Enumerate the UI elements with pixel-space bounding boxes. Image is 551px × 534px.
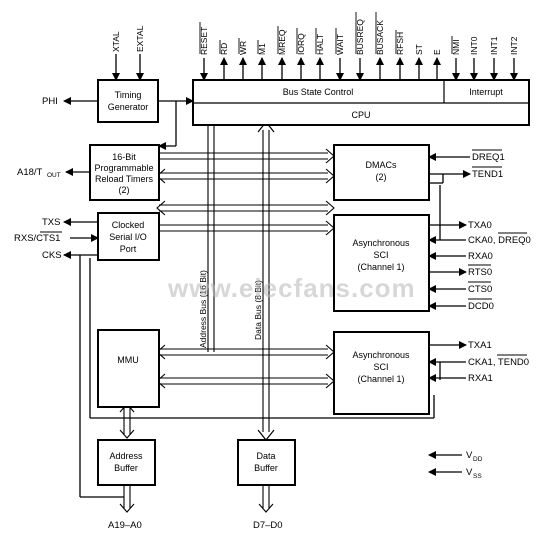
pin-st: ST [414, 44, 424, 55]
pin-int0: INT0 [469, 36, 479, 55]
address-bus [207, 125, 215, 352]
data-bus-label: Data Bus (8 Bit) [253, 280, 263, 340]
asci1-block: Asynchronous SCI (Channel 1) [333, 331, 430, 415]
pin-extal: EXTAL [135, 25, 145, 52]
pin-phi: PHI [42, 96, 58, 107]
pin-cts0: CTS0 [468, 284, 492, 295]
pin-dreq1: DREQ1 [472, 152, 505, 163]
pin-vdd-sub: DD [473, 456, 483, 463]
pin-busack: BUSACK [375, 20, 385, 55]
pin-vdd: V [466, 450, 473, 461]
address-bus-label: Address Bus (16 Bit) [198, 270, 208, 348]
pin-cka0-dreq0: CKA0, DREQ0 [468, 235, 531, 246]
bus-state-control-label: Bus State Control [283, 87, 354, 97]
timing-generator-block: Timing Generator [97, 79, 159, 123]
pin-vss-sub: SS [473, 473, 482, 480]
pin-halt: HALT [315, 34, 325, 55]
data-buf-line-1: Data [256, 451, 275, 461]
pin-rd: RD [219, 43, 229, 55]
pin-dcd0: DCD0 [468, 301, 494, 312]
watermark-text: www.elecfans.com [167, 273, 416, 303]
pin-txa0: TXA0 [468, 220, 492, 231]
asci0-line-3: (Channel 1) [357, 262, 404, 272]
pin-cka1-tend0: CKA1, TEND0 [468, 357, 529, 368]
mmu-block: MMU [97, 329, 160, 408]
pin-busreq: BUSREQ [355, 19, 365, 55]
pin-a18-tout: A18/T [17, 167, 43, 178]
asci0-line-1: Asynchronous [352, 238, 410, 248]
serial-line-3: Port [120, 244, 137, 254]
pin-nmi: NMI [451, 39, 461, 55]
signal-wires [63, 97, 471, 498]
cpu-block: Bus State Control Interrupt CPU [192, 79, 530, 126]
pin-m1: M1 [257, 43, 267, 55]
asci0-block: Asynchronous SCI (Channel 1) [333, 214, 430, 312]
pin-wr: WR [238, 41, 248, 55]
pin-tend1: TEND1 [472, 169, 503, 180]
timers-line-3: Reload Timers [95, 174, 154, 184]
pin-rfsh: RFSH [395, 32, 405, 55]
right-pin-labels: DREQ1 TEND1 TXA0 CKA0, DREQ0 RXA0 RTS0 C… [466, 152, 531, 480]
pin-wait: WAIT [335, 34, 345, 55]
pin-txs: TXS [42, 217, 60, 228]
serial-io-block: Clocked Serial I/O Port [97, 212, 160, 261]
pin-rxs-cts1: RXS/CTS1 [14, 233, 60, 244]
timers-block: 16-Bit Programmable Reload Timers (2) [89, 144, 160, 201]
right-pin-overbars [468, 149, 527, 356]
serial-line-1: Clocked [112, 220, 145, 230]
dmacs-block: DMACs (2) [333, 144, 430, 201]
pin-cks: CKS [42, 250, 62, 261]
top-pin-overbars [199, 12, 453, 54]
serial-line-2: Serial I/O [109, 232, 147, 242]
interrupt-label: Interrupt [469, 87, 503, 97]
pin-rxa0: RXA0 [468, 251, 493, 262]
timing-line-2: Generator [108, 102, 149, 112]
timers-line-1: 16-Bit [112, 152, 136, 162]
pin-int2: INT2 [509, 36, 519, 55]
mmu-label: MMU [117, 355, 139, 365]
pin-int1: INT1 [489, 36, 499, 55]
pin-rts0: RTS0 [468, 267, 492, 278]
pin-vss: V [466, 467, 473, 478]
asci1-line-1: Asynchronous [352, 350, 410, 360]
pin-iorq: IORQ [296, 33, 306, 55]
data-buffer-block: Data Buffer [237, 439, 296, 486]
timers-line-4: (2) [119, 185, 130, 195]
pin-rxa1: RXA1 [468, 373, 493, 384]
address-buffer-block: Address Buffer [97, 439, 156, 486]
pin-txa1: TXA1 [468, 340, 492, 351]
cpu-label: CPU [351, 110, 370, 120]
asci1-line-3: (Channel 1) [357, 374, 404, 384]
timers-line-2: Programmable [94, 163, 153, 173]
left-pin-labels: PHI A18/T OUT TXS RXS/CTS1 CKS [14, 96, 62, 261]
dmacs-line-1: DMACs [366, 160, 397, 170]
dmacs-line-2: (2) [376, 172, 387, 182]
data-buf-line-2: Buffer [254, 463, 278, 473]
addr-buf-line-2: Buffer [114, 463, 138, 473]
asci0-line-2: SCI [373, 250, 388, 260]
pin-a19-a0: A19–A0 [108, 520, 142, 531]
pin-d7-d0: D7–D0 [253, 520, 283, 531]
pin-xtal: XTAL [111, 31, 121, 52]
pin-mreq: MREQ [277, 29, 287, 55]
addr-buf-line-1: Address [109, 451, 143, 461]
top-pin-stubs [112, 54, 518, 81]
top-pin-labels: XTAL EXTAL RESET RD WR M1 MREQ IORQ HALT… [111, 19, 519, 55]
pin-a18-tout-sub: OUT [47, 172, 61, 179]
pin-e: E [432, 49, 442, 55]
timing-line-1: Timing [115, 90, 142, 100]
pin-reset: RESET [199, 27, 209, 55]
asci1-line-2: SCI [373, 362, 388, 372]
